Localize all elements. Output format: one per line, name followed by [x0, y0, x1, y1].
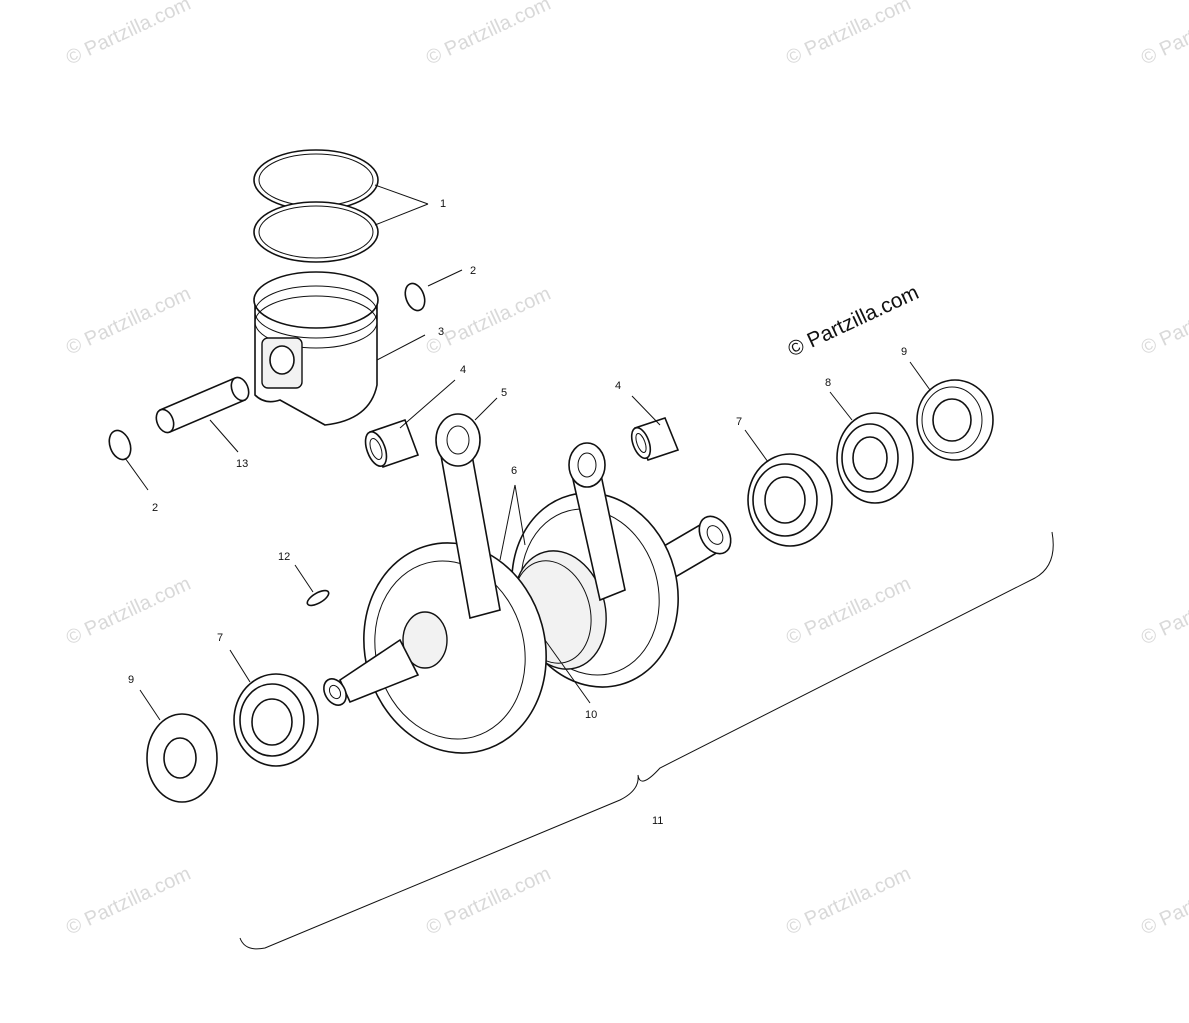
oil-seal-left: [146, 713, 218, 803]
watermark-faint: © Partzilla.com: [423, 0, 554, 70]
assembly-bracket: [239, 531, 1054, 950]
piston: [253, 271, 379, 426]
callout-7: 7: [217, 632, 223, 644]
callout-9: 9: [128, 674, 134, 686]
callout-4: 4: [460, 364, 466, 376]
watermark-layer: © Partzilla.com © Partzilla.com © Partzi…: [63, 0, 1189, 940]
callout-8: 8: [825, 377, 831, 389]
callout-6: 6: [511, 465, 517, 477]
callout-12: 12: [278, 551, 290, 563]
watermark-faint: © Partzilla.com: [63, 0, 194, 70]
crankshaft: [323, 413, 732, 754]
watermark-faint: © Partzilla.com: [1138, 0, 1189, 70]
main-bearing-right: [747, 453, 833, 547]
watermark-faint: © Partzilla.com: [1138, 573, 1189, 650]
oil-seal-right: [916, 379, 994, 461]
wrist-pin: [155, 376, 250, 434]
watermark-faint: © Partzilla.com: [63, 573, 194, 650]
callout-3: 3: [438, 326, 444, 338]
callout-4: 4: [615, 380, 621, 392]
callout-5: 5: [501, 387, 507, 399]
leader-lines: [124, 184, 931, 721]
callout-2: 2: [470, 265, 476, 277]
watermark-faint: © Partzilla.com: [783, 573, 914, 650]
watermark-faint: © Partzilla.com: [423, 283, 554, 360]
callout-9: 9: [901, 346, 907, 358]
callout-7: 7: [736, 416, 742, 428]
piston-rings: [253, 149, 379, 263]
watermark-faint: © Partzilla.com: [63, 283, 194, 360]
watermark-faint: © Partzilla.com: [63, 863, 194, 940]
main-bearing-left: [233, 673, 319, 767]
needle-bearing-left: [364, 418, 420, 469]
callout-labels: 1 2 3 2 13 4 5 4 6 7 8 9 12 7 9 10 11: [128, 198, 907, 827]
watermark-faint: © Partzilla.com: [1138, 283, 1189, 360]
watermark-faint: © Partzilla.com: [783, 863, 914, 940]
callout-13: 13: [236, 458, 248, 470]
bearing-8: [836, 412, 914, 504]
watermark-faint: © Partzilla.com: [1138, 863, 1189, 940]
circlip-lower: [108, 429, 132, 461]
woodruff-key: [306, 589, 330, 607]
callout-2: 2: [152, 502, 158, 514]
callout-11: 11: [652, 815, 663, 827]
needle-bearing-right: [630, 417, 680, 461]
callout-1: 1: [440, 198, 446, 210]
watermark-faint: © Partzilla.com: [783, 0, 914, 70]
callout-10: 10: [585, 709, 597, 721]
circlip-upper: [404, 282, 426, 312]
